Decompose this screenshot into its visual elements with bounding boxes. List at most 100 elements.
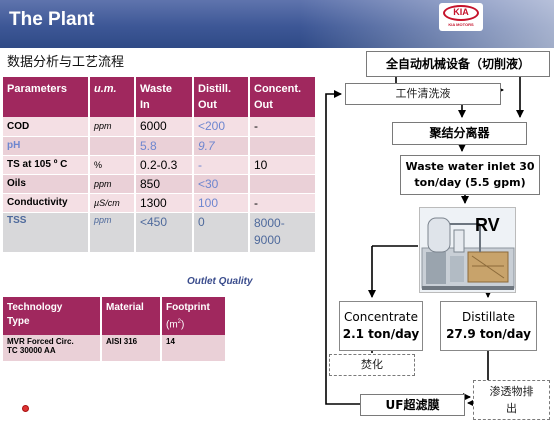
header-text: Technology [7,302,63,313]
connector-rv-to-concentrate [372,245,418,297]
header-material: Material [101,297,162,335]
unit-cell: % [89,155,136,175]
bullet-icon [22,405,29,412]
header-concent-out: Concent. Out [249,77,315,117]
concent-cell: - [249,193,315,213]
header-gradient [300,0,554,48]
param-cell: Oils [3,174,90,194]
table-row: pH 5.8 9.7 [3,136,315,156]
outlet-quality-label: Outlet Quality [187,276,253,287]
distill-cell: 9.7 [193,136,250,156]
header-text: In [140,99,150,111]
header-text: Distill. [198,83,232,95]
header-text: u.m. [94,83,117,95]
unit-cell: ppm [89,212,136,253]
concent-cell [249,174,315,194]
distillate-line: Distillate [462,310,515,324]
inlet-line: Waste water inlet 30 [405,160,535,173]
table-row: TSS ppm <450 0 8000- 9000 [3,212,315,253]
concent-cell: 8000- 9000 [249,212,315,253]
inlet-line: ton/day (5.5 gpm) [414,176,526,189]
distill-cell: - [193,155,250,175]
rv-label: RV [475,215,500,235]
header-um: u.m. [89,77,136,117]
evaporator-machine-icon [421,217,515,290]
header-text: ) [181,319,185,331]
table-row: COD ppm 6000 <200 - [3,117,315,137]
footprint-cell: 14 [161,335,225,361]
header-superscript: 2 [177,319,182,325]
waste-cell: 6000 [135,117,194,137]
waste-cell: 1300 [135,193,194,213]
header-distill-out: Distill. Out [193,77,250,117]
header-text: Type [7,316,30,327]
header-text: Parameters [7,83,67,95]
concent-cell: - [249,117,315,137]
concentrate-line: Concentrate [344,310,418,324]
header-text: (m [166,319,178,331]
incineration-box: 焚化 [329,354,415,376]
param-cell: Conductivity [3,193,90,213]
header-parameters: Parameters [3,77,90,117]
concent-cell [249,136,315,156]
unit-cell: ppm [89,117,136,137]
distill-cell: <200 [193,117,250,137]
waste-cell: 5.8 [135,136,194,156]
cleaning-liquid-box: 工件清洗液 [345,83,501,105]
coalescing-separator-box: 聚结分离器 [392,122,527,145]
header-text: Out [198,99,217,111]
table-row: Conductivity µS/cm 1300 100 - [3,193,315,213]
distill-cell: 0 [193,212,250,253]
waste-cell: 850 [135,174,194,194]
concent-cell: 10 [249,155,315,175]
tech-line: MVR Forced Circ. [7,337,74,346]
table-row: Oils ppm 850 <30 [3,174,315,194]
page-title: The Plant [9,9,95,30]
tech-cell: MVR Forced Circ.TC 30000 AA [3,335,102,361]
kia-logo-subtext: KIA MOTORS [448,22,474,27]
table-row: MVR Forced Circ.TC 30000 AA AISI 316 14 [3,335,225,361]
param-cell: pH [3,136,90,156]
permeate-line: 渗透物排 [489,385,534,398]
header-text: Concent. [254,83,302,95]
uf-membrane-box: UF超滤膜 [360,394,465,416]
header-text: Footprint [166,302,210,313]
distill-cell: 100 [193,193,250,213]
param-cell: TSS [3,212,90,253]
header-text: Out [254,99,273,111]
kia-logo-oval: KIA [443,5,479,21]
header-text: Material [106,302,144,313]
header-text: Waste [140,83,172,95]
concentrate-line: 2.1 ton/day [342,327,420,341]
table-row: TS at 105 º C % 0.2-0.3 - 10 [3,155,315,175]
unit-cell: µS/cm [89,193,136,213]
tech-line: TC 30000 AA [7,346,56,355]
concentrate-box: Concentrate 2.1 ton/day [339,301,423,351]
concent-line: 9000 [254,232,281,247]
connector-uf-loop-to-cleaning [325,90,360,405]
permeate-discharge-box: 渗透物排 出 [473,380,550,420]
unit-cell: ppm [89,174,136,194]
permeate-line: 出 [506,402,517,415]
param-cell: TS at 105 º C [3,155,90,175]
machine-equipment-box: 全自动机械设备（切削液） [366,51,550,77]
header-footprint: Footprint (m2) [161,297,225,335]
param-cell: COD [3,117,90,137]
distillate-box: Distillate 27.9 ton/day [440,301,537,351]
kia-logo: KIA KIA MOTORS [439,3,483,31]
waste-water-inlet-box: Waste water inlet 30 ton/day (5.5 gpm) [400,155,540,195]
waste-cell: 0.2-0.3 [135,155,194,175]
rv-evaporator-image [419,207,516,293]
distill-cell: <30 [193,174,250,194]
waste-cell: <450 [135,212,194,253]
unit-cell [89,136,136,156]
concent-line: 8000- [254,215,285,230]
section-subtitle: 数据分析与工艺流程 [7,55,125,70]
material-cell: AISI 316 [101,335,162,361]
